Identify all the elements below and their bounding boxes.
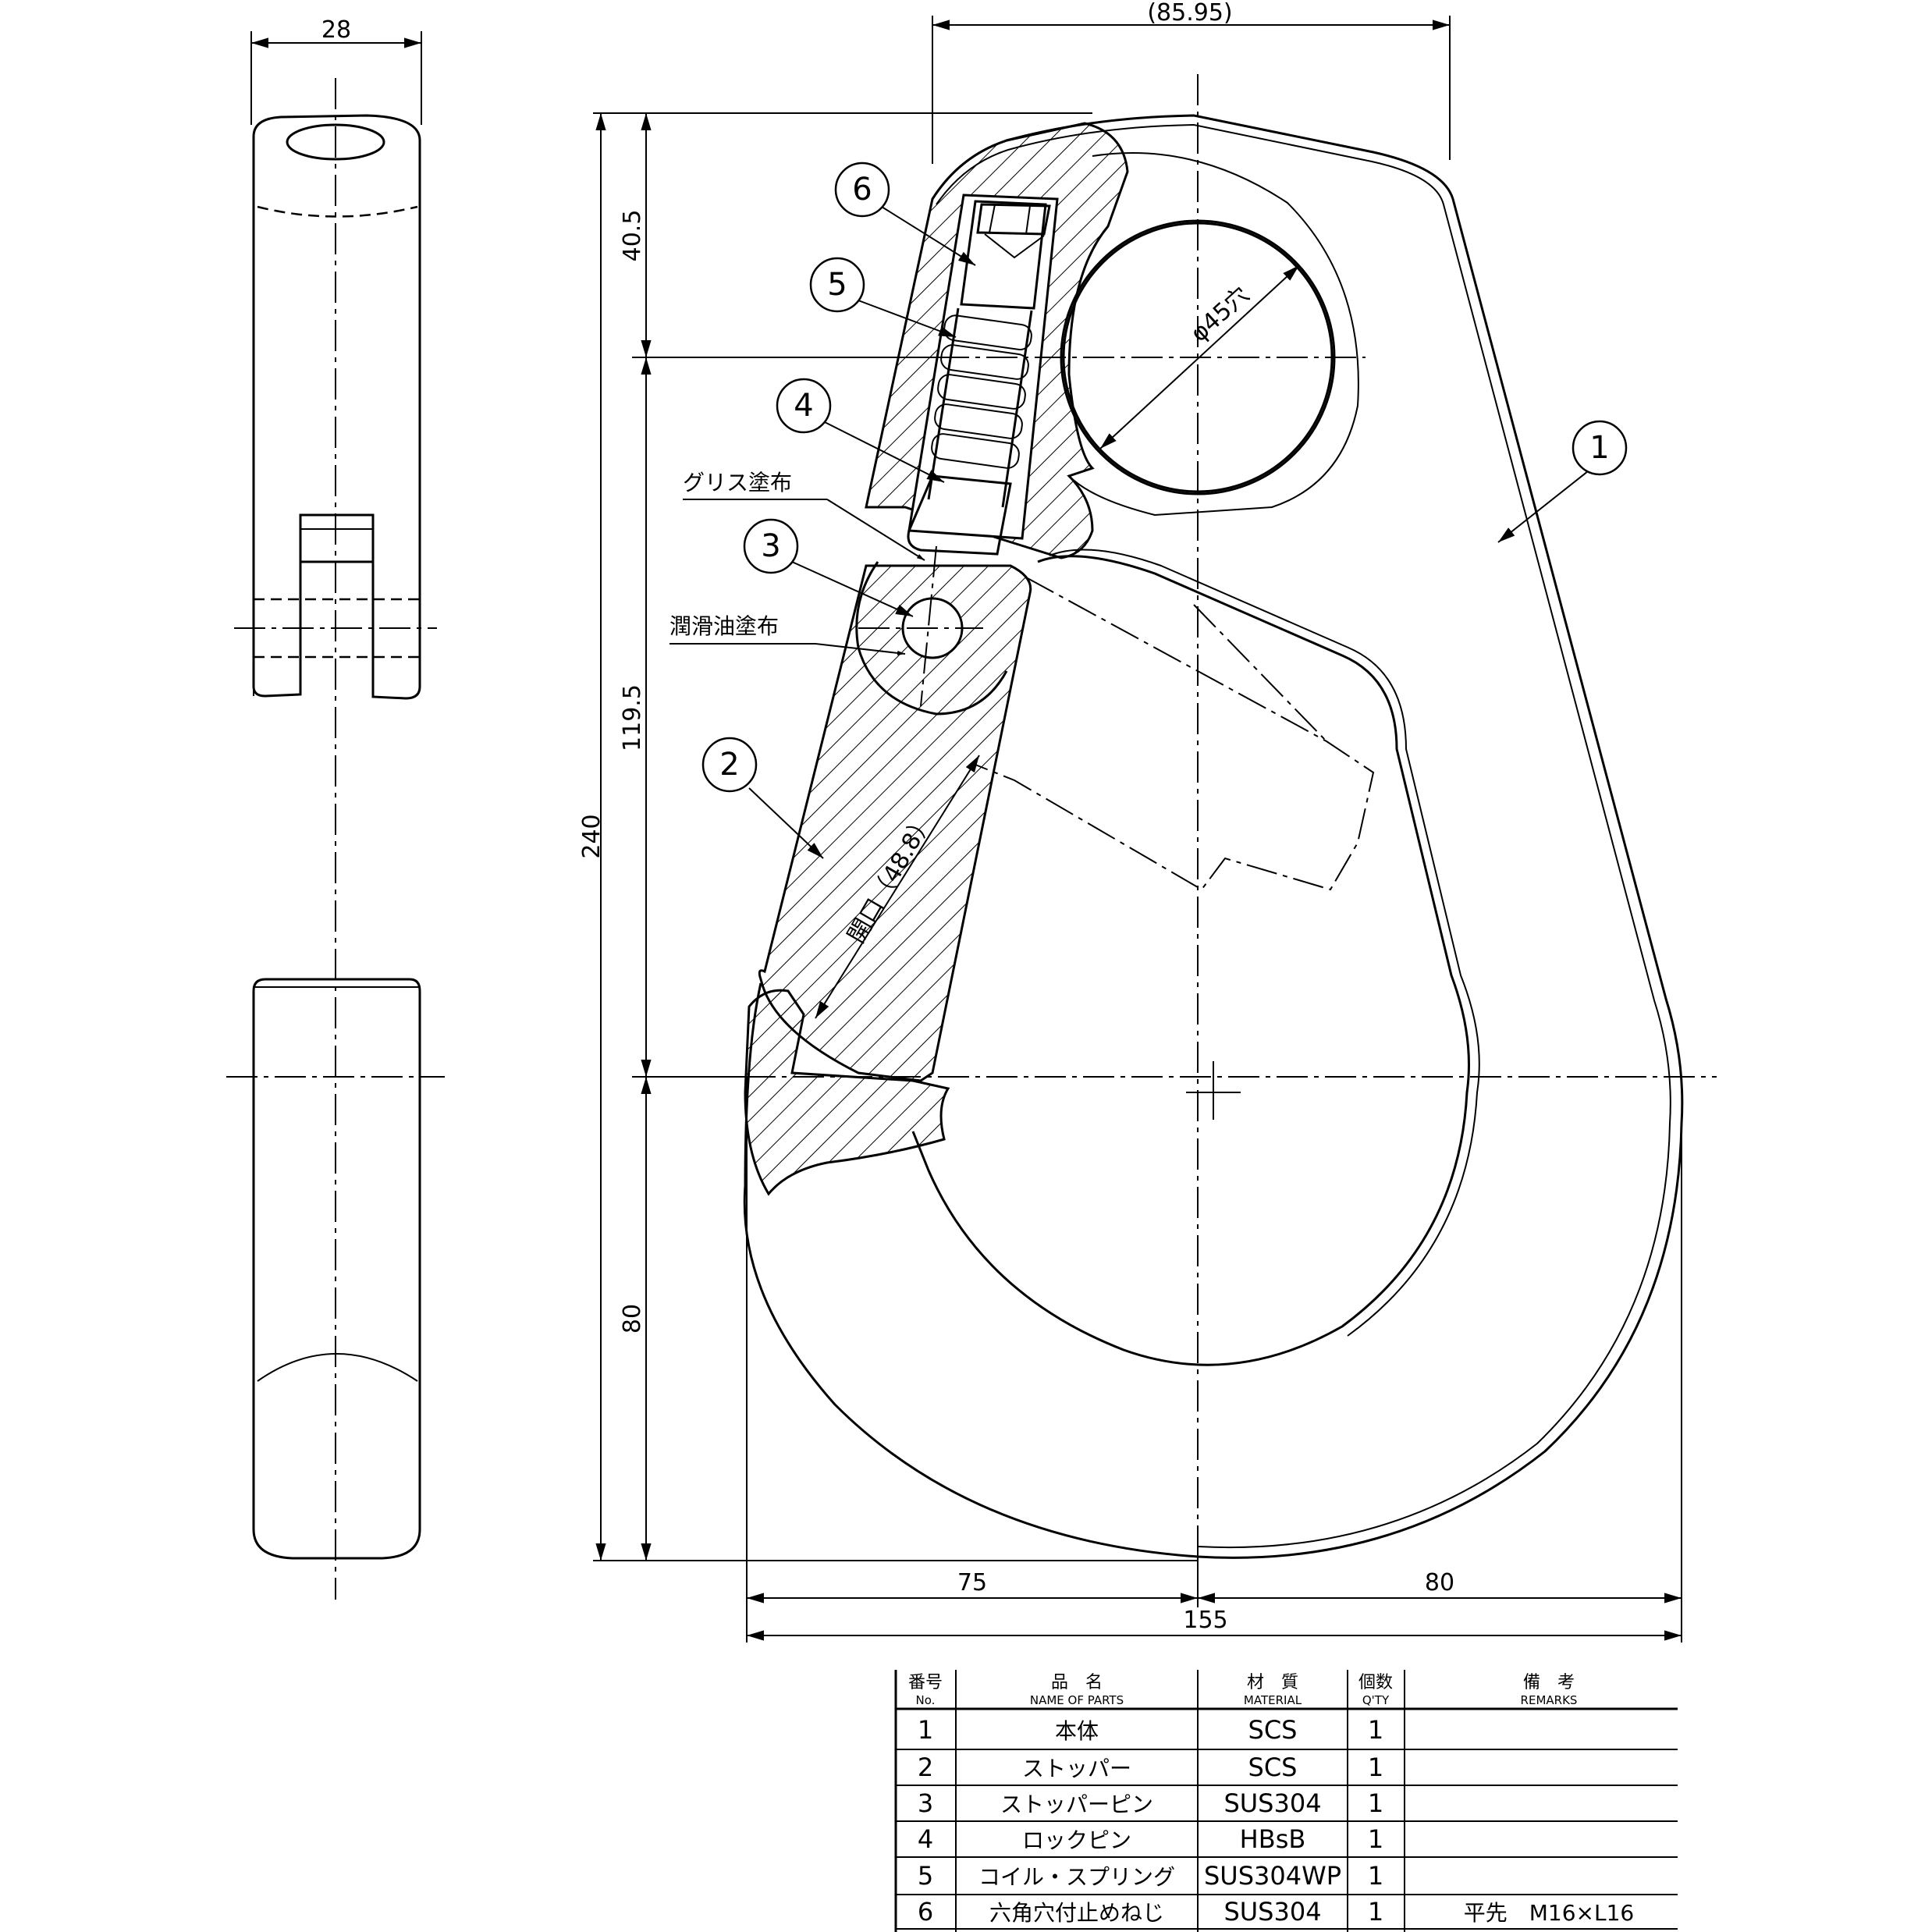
table-row-4-material: HBsB: [1240, 1824, 1306, 1854]
th-no-jp: 番号: [908, 1673, 943, 1692]
side-view: 28: [226, 16, 445, 1600]
table-row-2-qty: 1: [1368, 1753, 1383, 1782]
table-row-6-no: 6: [918, 1897, 933, 1927]
table-row-3-qty: 1: [1368, 1788, 1383, 1818]
dim-v-bottom: 80: [619, 1304, 646, 1334]
table-row-3-name: ストッパーピン: [1000, 1792, 1153, 1817]
dim-v-mid: 119.5: [619, 684, 646, 751]
balloon-1: 1: [1589, 430, 1609, 466]
dim-h-total: 155: [1183, 1607, 1227, 1634]
balloons: 1 2 3 4 5 6: [701, 162, 1628, 859]
table-row-1-name: 本体: [1055, 1718, 1099, 1744]
table-row-5-no: 5: [918, 1861, 933, 1891]
table-row-6-qty: 1: [1368, 1897, 1383, 1927]
table-row-2-name: ストッパー: [1022, 1756, 1131, 1781]
table-row-6-material: SUS304: [1223, 1897, 1321, 1927]
table-row-5-material: SUS304WP: [1204, 1861, 1341, 1891]
table-row-3-no: 3: [918, 1788, 933, 1818]
table-row-3-material: SUS304: [1223, 1788, 1321, 1818]
dim-top: (85.95): [1147, 0, 1232, 27]
balloon-2: 2: [719, 747, 739, 783]
lock-pin: [907, 474, 1012, 556]
th-qty-jp: 個数: [1358, 1673, 1393, 1692]
hook-body-outline: [743, 114, 1684, 1559]
th-name-en: NAME OF PARTS: [1030, 1693, 1124, 1707]
table-row-1-material: SCS: [1248, 1715, 1298, 1745]
parts-table: 番号 No. 品 名 NAME OF PARTS 材 質 MATERIAL 個数…: [894, 1670, 1678, 1932]
front-view: φ45穴: [648, 74, 1717, 1559]
table-row-4-no: 4: [918, 1824, 933, 1854]
front-dimensions: (85.95) 240 40.5 119.5 80 75 80 155: [578, 0, 1682, 1643]
table-row-6-name: 六角穴付止めねじ: [989, 1900, 1164, 1926]
th-remarks-en: REMARKS: [1521, 1693, 1578, 1707]
table-row-4-qty: 1: [1368, 1824, 1383, 1854]
note-lube-oil: 潤滑油塗布: [669, 613, 779, 639]
dim-h-right: 80: [1425, 1569, 1454, 1596]
table-row-2-material: SCS: [1248, 1753, 1298, 1782]
dim-h-left: 75: [957, 1569, 987, 1596]
hook-nose: [744, 989, 950, 1196]
side-eye-hole: [286, 123, 385, 161]
th-remarks-jp: 備 考: [1523, 1673, 1575, 1692]
th-material-jp: 材 質: [1247, 1673, 1298, 1692]
th-name-jp: 品 名: [1051, 1673, 1103, 1692]
balloon-3: 3: [761, 528, 780, 564]
notes: グリス塗布 潤滑油塗布: [669, 470, 925, 655]
dim-total-height: 240: [578, 814, 606, 858]
th-qty-en: Q'TY: [1362, 1693, 1390, 1707]
table-row-2-no: 2: [918, 1753, 933, 1782]
th-material-en: MATERIAL: [1244, 1693, 1302, 1707]
balloon-4: 4: [794, 388, 813, 424]
hook-throat: [911, 555, 1470, 1366]
table-row-6-remarks: 平先 M16×L16: [1464, 1900, 1634, 1926]
table-row-1-qty: 1: [1368, 1715, 1383, 1745]
note-grease: グリス塗布: [683, 470, 792, 495]
table-row-1-no: 1: [918, 1715, 933, 1745]
coil-spring: [927, 307, 1033, 508]
table-row-5-name: コイル・スプリング: [978, 1864, 1175, 1890]
table-row-5-qty: 1: [1368, 1861, 1383, 1891]
dim-v-top: 40.5: [619, 210, 646, 262]
balloon-5: 5: [827, 267, 847, 303]
table-row-4-name: ロックピン: [1022, 1827, 1131, 1853]
th-no-en: No.: [916, 1693, 936, 1707]
balloon-6: 6: [852, 172, 872, 208]
dim-side-width: 28: [321, 16, 351, 44]
